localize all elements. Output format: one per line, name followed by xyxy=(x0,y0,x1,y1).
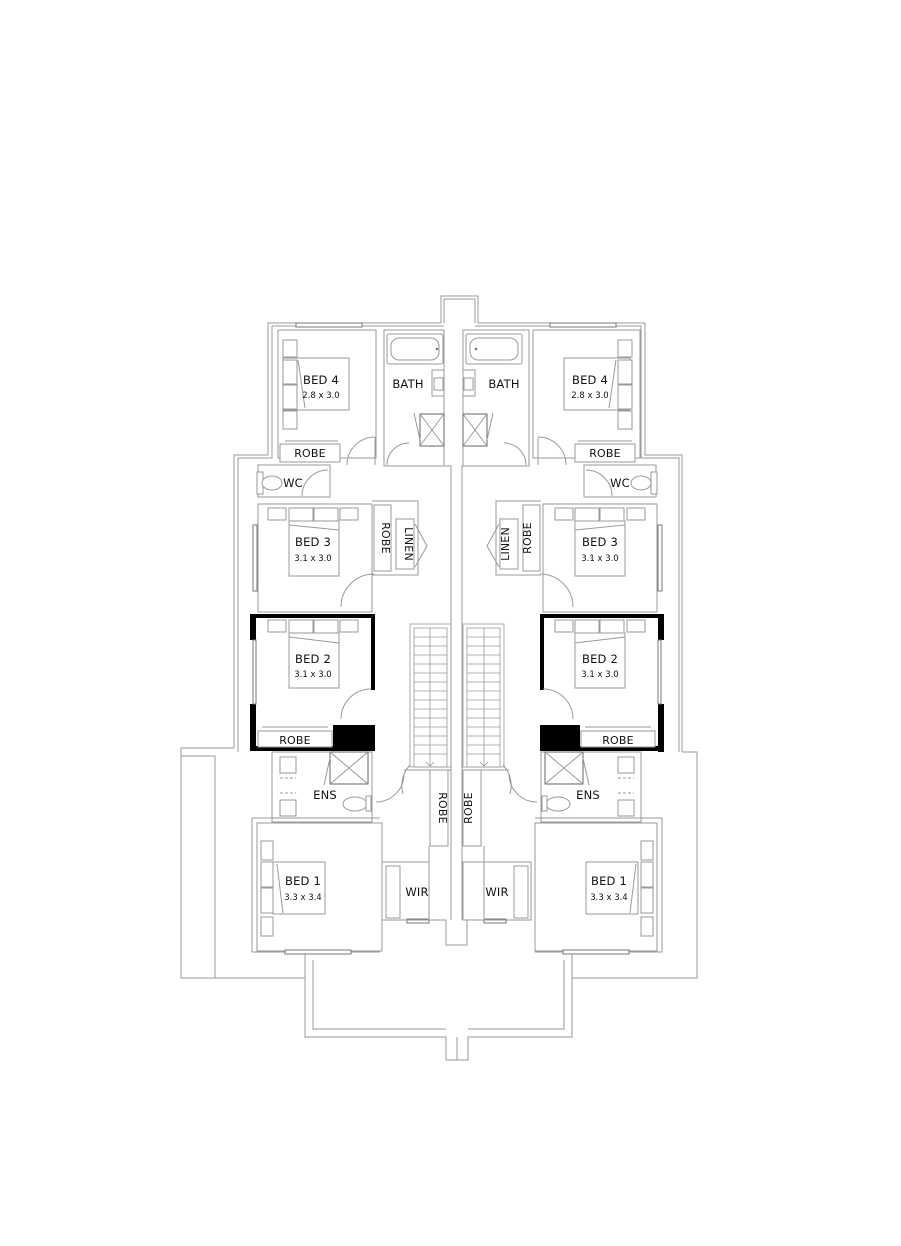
room-label: BATH xyxy=(488,377,519,391)
party-wall xyxy=(382,466,531,946)
room-label: ENS xyxy=(313,788,337,802)
room-label: WC xyxy=(283,476,303,490)
room-label: WIR xyxy=(405,885,428,899)
stairs-right xyxy=(462,623,505,768)
room-bed3-left: BED 3 3.1 x 3.0 ROBE LINEN xyxy=(252,500,428,613)
room-size: 2.8 x 3.0 xyxy=(302,391,339,401)
left-unit: BED 4 2.8 x 3.0 ROBE BATH xyxy=(250,322,452,955)
room-wc-right: WC xyxy=(583,464,658,498)
room-size: 3.1 x 3.0 xyxy=(581,670,618,680)
robe-label: ROBE xyxy=(436,792,449,824)
room-label: ENS xyxy=(576,788,600,802)
room-bath-left: BATH xyxy=(383,329,445,467)
robe-label: ROBE xyxy=(294,447,326,460)
room-bath-right: BATH xyxy=(462,329,530,467)
room-label: BED 4 xyxy=(303,373,339,387)
room-bed4-left: BED 4 2.8 x 3.0 ROBE xyxy=(277,322,377,466)
right-unit: BED 4 2.8 x 3.0 ROBE BATH xyxy=(461,322,664,955)
stairs-left xyxy=(409,623,452,768)
room-wir-left: WIR xyxy=(381,861,430,924)
room-label: BED 1 xyxy=(285,874,321,888)
room-size: 3.1 x 3.0 xyxy=(581,554,618,564)
robe-label: ROBE xyxy=(462,792,475,824)
room-label: BED 2 xyxy=(582,652,618,666)
room-size: 3.3 x 3.4 xyxy=(590,893,627,903)
robe-label: ROBE xyxy=(279,734,311,747)
room-label: WIR xyxy=(485,885,508,899)
room-label: BATH xyxy=(392,377,423,391)
room-label: BED 4 xyxy=(572,373,608,387)
robe-label: ROBE xyxy=(521,522,534,554)
robe-label: ROBE xyxy=(379,522,392,554)
room-wc-left: WC xyxy=(256,464,331,498)
room-label: BED 3 xyxy=(582,535,618,549)
room-ens-left: ENS xyxy=(271,751,405,823)
room-size: 3.1 x 3.0 xyxy=(294,554,331,564)
room-bed2-left: BED 2 3.1 x 3.0 ROBE xyxy=(250,614,375,751)
room-bed1-left: BED 1 3.3 x 3.4 xyxy=(251,817,383,955)
room-label: BED 2 xyxy=(295,652,331,666)
room-bed2-right: BED 2 3.1 x 3.0 ROBE xyxy=(540,614,664,752)
room-size: 2.8 x 3.0 xyxy=(571,391,608,401)
room-size: 3.3 x 3.4 xyxy=(284,893,321,903)
room-label: WC xyxy=(610,476,630,490)
room-bed1-right: BED 1 3.3 x 3.4 xyxy=(534,817,663,955)
room-wir-right: WIR xyxy=(462,861,532,924)
robe-label: ROBE xyxy=(589,447,621,460)
hall-robe-right: ROBE xyxy=(462,764,512,847)
room-label: BED 3 xyxy=(295,535,331,549)
hall-robe-left: ROBE xyxy=(401,764,449,847)
linen-label: LINEN xyxy=(402,527,415,561)
room-ens-right: ENS xyxy=(508,751,642,823)
room-bed4-right: BED 4 2.8 x 3.0 ROBE xyxy=(532,322,641,466)
room-size: 3.1 x 3.0 xyxy=(294,670,331,680)
linen-label: LINEN xyxy=(499,527,512,561)
robe-label: ROBE xyxy=(602,734,634,747)
room-bed3-right: BED 3 3.1 x 3.0 ROBE LINEN xyxy=(486,500,663,613)
room-label: BED 1 xyxy=(591,874,627,888)
